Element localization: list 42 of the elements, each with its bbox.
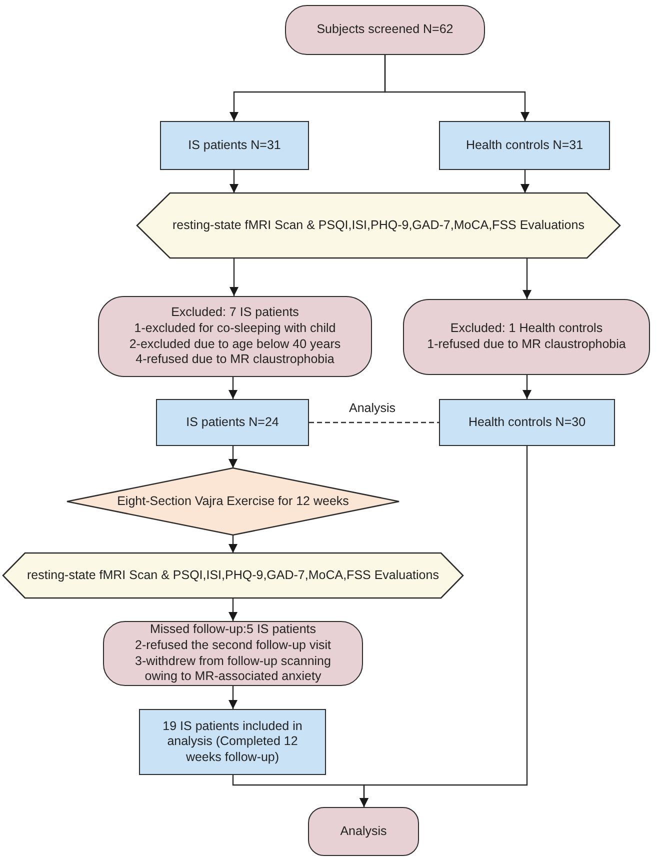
node-text: resting-state fMRI Scan & PSQI,ISI,PHQ-9,GAD-7,MoCA,FSS Evaluations [27, 568, 439, 584]
node-text: 1-excluded for co-sleeping with child [134, 320, 336, 336]
node-text: IS patients N=31 [188, 138, 281, 154]
process-box [439, 399, 615, 446]
terminal-box [403, 299, 650, 375]
node-text: 2-excluded due to age below 40 years [129, 336, 341, 352]
node-text: 19 IS patients included in analysis (Completed 12 weeks follow-up) [162, 718, 304, 766]
node-text: 2-refused the second follow-up visit [135, 638, 331, 654]
terminal-box [285, 5, 485, 55]
arrow [230, 258, 238, 296]
node-text: 4-refused due to MR claustrophobia [136, 352, 334, 368]
node-text: Excluded: 7 IS patients [171, 305, 299, 321]
arrow [520, 170, 530, 193]
terminal-box [103, 621, 363, 686]
node-text: Health controls N=30 [468, 414, 586, 430]
node-text: Health controls N=31 [466, 138, 584, 154]
dashed-connector [309, 422, 439, 424]
arrow [384, 55, 530, 121]
node-text: Analysis [340, 824, 387, 840]
terminal-box [98, 296, 372, 377]
node-text: Excluded: 1 Health controls [450, 321, 603, 337]
process-box [160, 121, 309, 170]
node-text: Subjects screened N=62 [316, 22, 454, 38]
node-text: Eight-Section Vajra Exercise for 12 weeks [117, 494, 349, 510]
node-text: IS patients N=24 [186, 414, 279, 430]
node-text: resting-state fMRI Scan & PSQI,ISI,PHQ-9,GAD-7,MoCA,FSS Evaluations [172, 218, 584, 234]
arrow [228, 686, 238, 709]
process-box [156, 399, 309, 446]
arrow [228, 377, 238, 399]
arrow [230, 170, 238, 193]
arrow [522, 375, 532, 399]
arrow [228, 598, 238, 621]
node-text: 1-refused due to MR claustrophobia [427, 337, 626, 353]
arrow [228, 535, 238, 553]
node-text: Missed follow-up:5 IS patients [150, 622, 316, 638]
arrow [228, 446, 238, 468]
terminal-box [308, 807, 419, 856]
arrow [522, 258, 532, 299]
process-box [139, 709, 326, 775]
process-box [439, 121, 610, 170]
node-text: 3-withdrew from follow-up scanning owing to MR-associated anxiety [134, 654, 332, 685]
arrow [360, 446, 528, 807]
